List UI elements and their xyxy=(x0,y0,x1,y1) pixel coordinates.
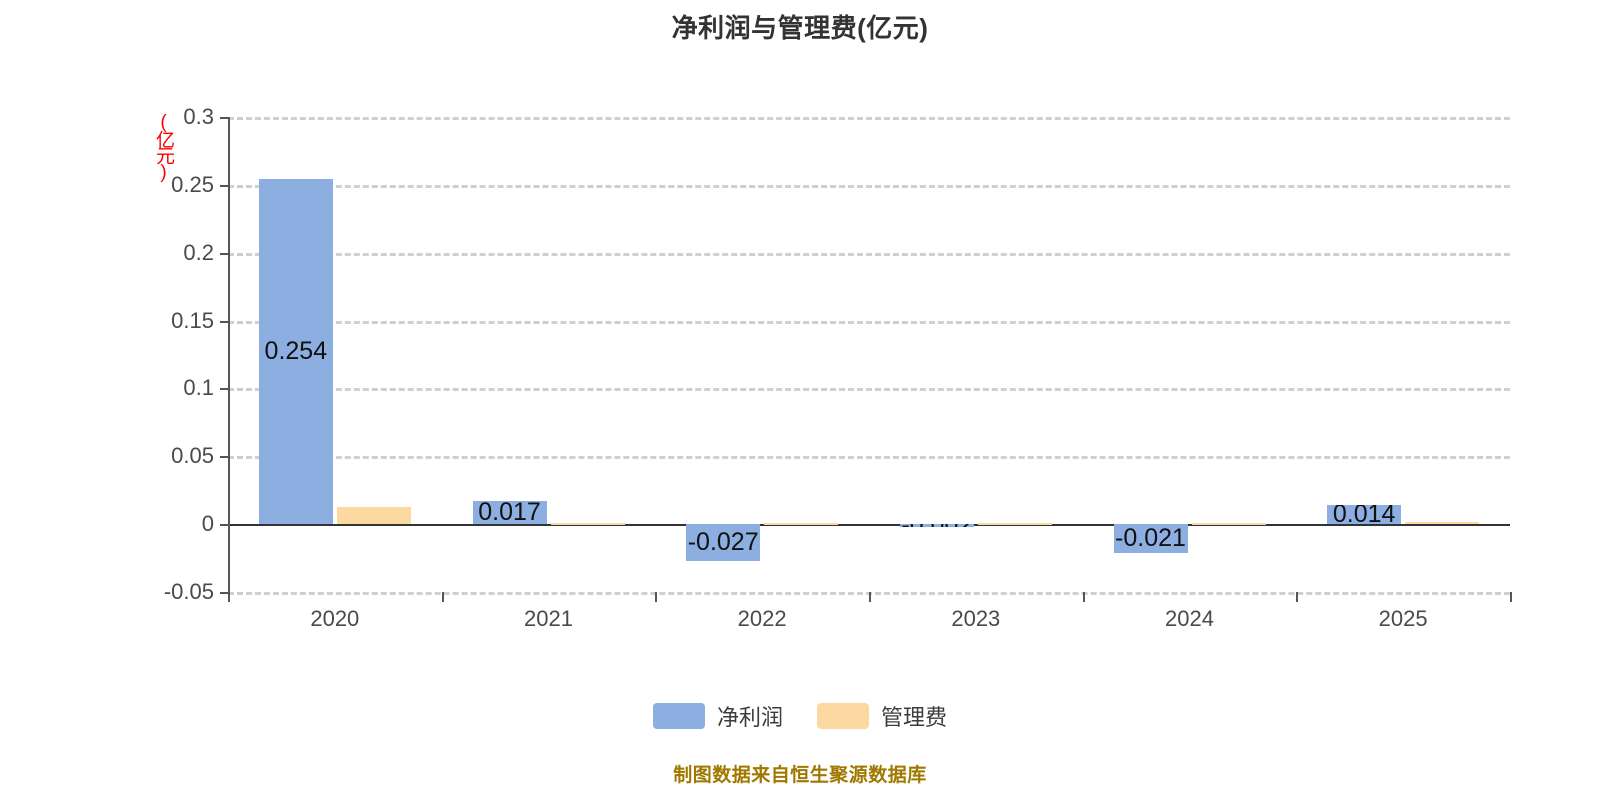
bar-adminfee-2020[interactable] xyxy=(336,506,411,525)
bar-adminfee-2022[interactable] xyxy=(764,522,839,525)
bar-value-label: -0.027 xyxy=(687,528,759,557)
y-axis-tick-label: 0 xyxy=(201,511,214,537)
y-axis-tick xyxy=(220,117,230,119)
x-axis-label: 2024 xyxy=(1165,606,1214,631)
legend-swatch-icon xyxy=(652,703,705,729)
x-axis-label: 2021 xyxy=(524,606,573,631)
legend-item-netprofit[interactable]: 净利润 xyxy=(652,700,783,732)
x-axis-tick xyxy=(228,592,230,602)
y-axis-tick xyxy=(220,456,230,459)
y-axis-tick-label: 0.1 xyxy=(183,375,214,401)
gridline xyxy=(228,117,1510,120)
x-axis-tick xyxy=(1082,592,1085,602)
bar-adminfee-2025[interactable] xyxy=(1405,522,1480,525)
chart-legend: 净利润 管理费 xyxy=(0,700,1600,732)
x-axis-tick xyxy=(441,592,444,602)
x-axis-label: 2025 xyxy=(1378,606,1428,631)
y-axis-tick-label: -0.05 xyxy=(163,579,214,604)
x-axis-tick xyxy=(869,592,871,602)
y-axis-tick xyxy=(220,252,230,255)
legend-label: 管理费 xyxy=(881,705,948,730)
legend-label: 净利润 xyxy=(716,705,783,730)
bar-netprofit-2022[interactable] xyxy=(686,524,761,561)
bar-value-label: 0.014 xyxy=(1332,505,1396,525)
plot-area: 0.254 0.017 -0.027 -0.002 -0.021 0.014 xyxy=(228,117,1510,595)
gridline xyxy=(228,388,1510,392)
legend-item-adminfee[interactable]: 管理费 xyxy=(817,700,947,732)
bar-adminfee-2023[interactable] xyxy=(977,522,1052,525)
bar-netprofit-2024[interactable] xyxy=(1113,524,1188,553)
y-axis-tick xyxy=(220,592,230,594)
bar-netprofit-2020[interactable] xyxy=(258,179,333,525)
x-axis: 2020 2021 2022 2023 2024 2025 xyxy=(228,592,1512,642)
y-axis-tick-label: 0.25 xyxy=(171,171,214,197)
bar-adminfee-2024[interactable] xyxy=(1191,523,1266,526)
y-axis-tick xyxy=(220,524,230,527)
x-axis-tick xyxy=(1296,592,1299,602)
bar-value-label: 0.017 xyxy=(478,501,541,525)
x-axis-label: 2023 xyxy=(951,606,1001,631)
bar-value-label: -0.002 xyxy=(901,524,972,527)
gridline xyxy=(228,320,1510,324)
y-axis-tick-label: 0.2 xyxy=(183,239,214,265)
gridline xyxy=(228,456,1510,460)
y-axis-tick-label: 0.15 xyxy=(171,307,214,333)
bar-value-label: 0.254 xyxy=(264,337,328,366)
bar-netprofit-2025[interactable] xyxy=(1327,505,1402,525)
footer-source-note: 制图数据来自恒生聚源数据库 xyxy=(673,765,927,786)
x-axis-tick xyxy=(1510,592,1512,602)
y-axis-unit-label: (亿元) xyxy=(153,112,174,180)
legend-swatch-icon xyxy=(817,703,869,729)
x-axis-label: 2022 xyxy=(737,606,787,631)
bar-value-label: -0.021 xyxy=(1115,524,1186,553)
bar-netprofit-2021[interactable] xyxy=(472,501,547,525)
bar-netprofit-2023[interactable] xyxy=(899,524,974,527)
gridline xyxy=(228,184,1510,188)
bar-adminfee-2021[interactable] xyxy=(550,523,625,526)
x-axis-tick xyxy=(655,592,658,602)
x-axis-label: 2020 xyxy=(310,606,360,631)
gridline xyxy=(228,252,1510,256)
y-axis: 0.3 0.25 0.2 0.15 0.1 0.05 0 -0.05 xyxy=(164,104,230,604)
y-axis-tick-label: 0.3 xyxy=(183,104,214,129)
chart-title: 净利润与管理费(亿元) xyxy=(671,13,929,43)
zero-baseline xyxy=(228,524,1510,527)
y-axis-tick xyxy=(220,320,230,323)
y-axis-tick xyxy=(220,184,230,187)
y-axis-tick xyxy=(220,388,230,391)
y-axis-tick-label: 0.05 xyxy=(171,443,214,469)
